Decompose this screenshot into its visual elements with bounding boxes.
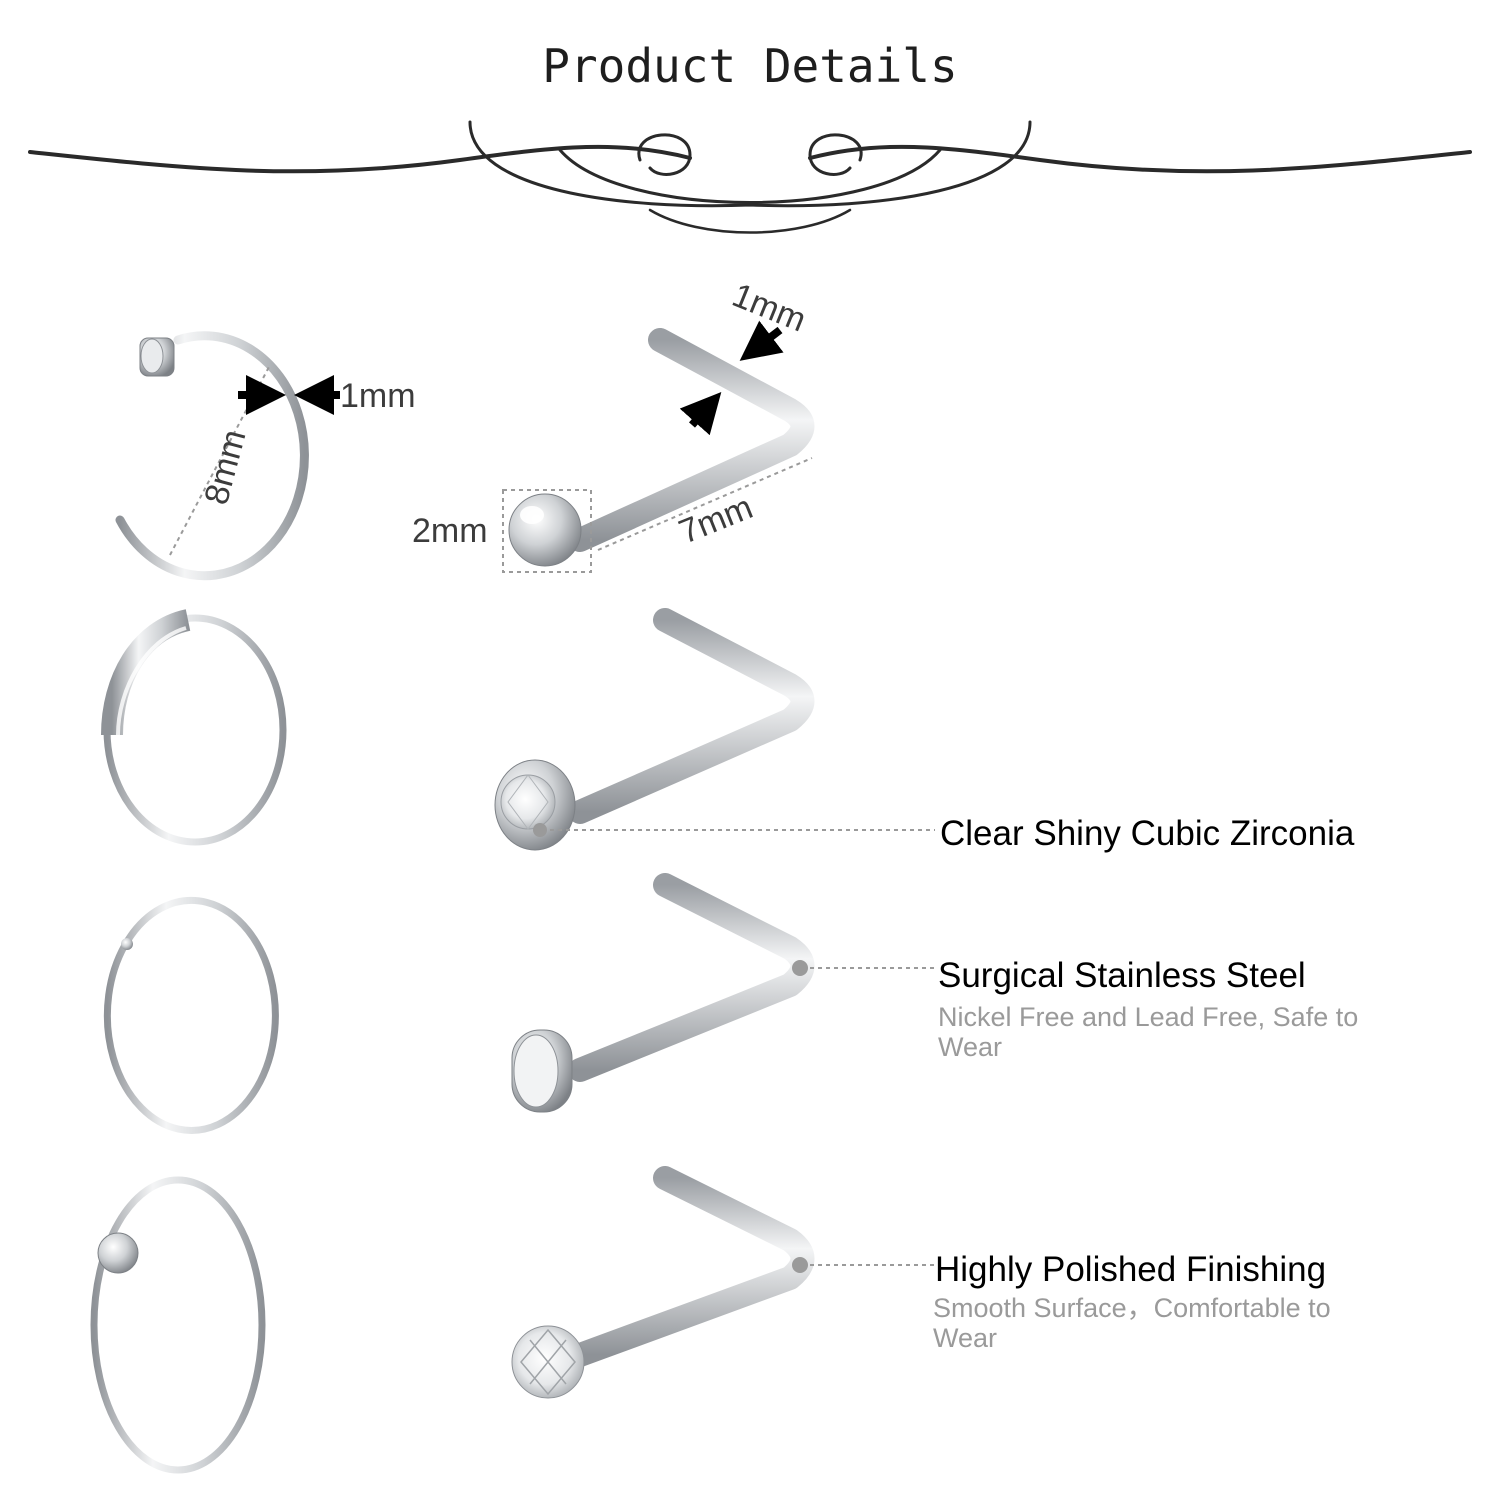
feature-subtitle-polish: Smooth Surface，Comfortable to Wear: [933, 1293, 1331, 1353]
l-shaped-stud-prong-gem: [511, 1166, 935, 1399]
arrow-up-right-icon: [679, 392, 722, 436]
feature-subtitle-steel: Nickel Free and Lead Free, Safe to Wear: [938, 1002, 1359, 1062]
page-title: Product Details: [542, 39, 957, 93]
arrow-down-left-icon: [739, 320, 784, 361]
nose-ring-flat-end: 8mm 1mm: [115, 331, 416, 581]
nose-ring-captive-bead: [90, 1176, 266, 1474]
ring-diameter-label: 8mm: [197, 426, 253, 509]
feature-title-zirconia: Clear Shiny Cubic Zirconia: [940, 814, 1355, 853]
ball-size-guide: [502, 489, 592, 573]
feature-title-polish: Highly Polished Finishing: [935, 1250, 1327, 1289]
ring-thickness-label: 1mm: [340, 377, 416, 415]
l-shaped-stud-flat-disc: [511, 873, 935, 1113]
nose-ring-plain-hoop: [103, 896, 279, 1134]
stud-thickness-label: 1mm: [727, 276, 811, 340]
feature-title-steel: Surgical Stainless Steel: [938, 956, 1306, 995]
flourish-divider: [28, 120, 1472, 234]
l-shaped-stud-ball: 2mm 7mm 1mm: [412, 276, 815, 573]
l-shaped-stud-bezel-gem: [494, 608, 935, 851]
ball-size-label: 2mm: [412, 512, 488, 550]
nose-ring-tube: [101, 609, 287, 846]
cubic-zirconia-gem: [500, 774, 556, 830]
post-length-guide: [597, 457, 813, 551]
